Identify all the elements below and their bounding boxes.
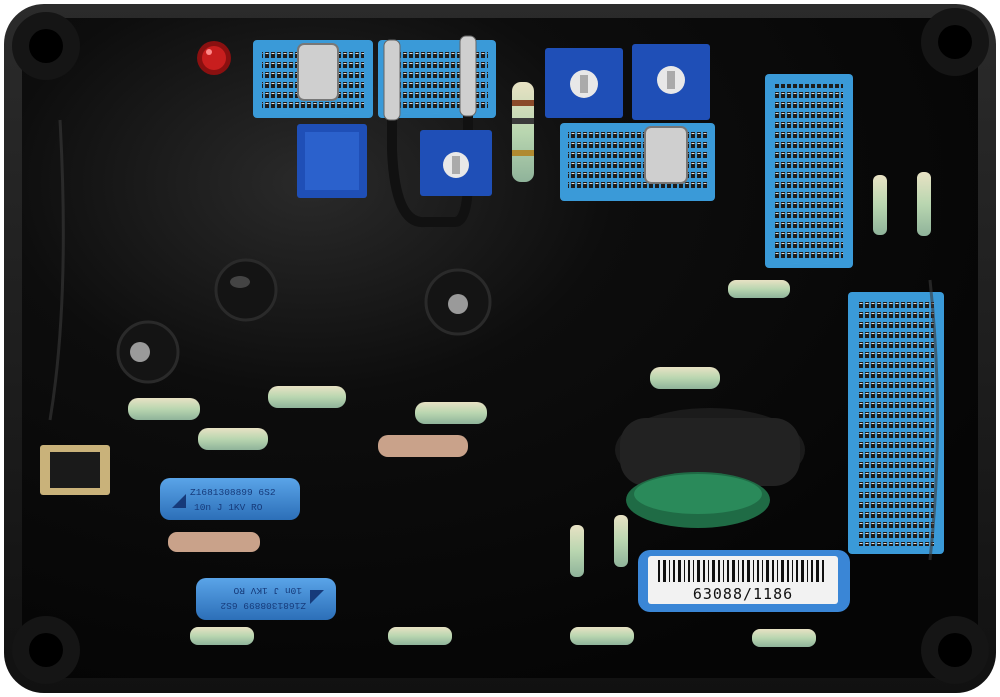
resistor-icon <box>198 428 268 450</box>
resistor-icon <box>415 402 487 424</box>
led-icon <box>197 41 231 75</box>
resistor-icon <box>512 82 534 182</box>
resistor-icon <box>917 172 931 236</box>
resistor-icon <box>614 515 628 567</box>
capacitor-marking-line2: 10n J 1KV RO <box>233 585 302 596</box>
capacitor-marking-line1: Z1681308899 6S2 <box>220 600 306 611</box>
resistor-icon <box>570 627 634 645</box>
gloss-highlight <box>928 279 939 561</box>
trimmer-potentiometer-icon <box>420 130 492 196</box>
capacitor-marking-line1: Z1681308899 6S2 <box>190 487 276 498</box>
resistor-icon <box>388 627 452 645</box>
gloss-highlight <box>48 119 65 421</box>
film-capacitor: Z1681308899 6S2 10n J 1KV RO <box>196 578 336 620</box>
trimmer-potentiometer-icon <box>545 48 623 118</box>
terminal-strip <box>765 74 853 268</box>
resistor-icon <box>128 398 200 420</box>
barcode-icon <box>658 560 824 582</box>
terminal-strip <box>848 292 944 554</box>
resistor-icon <box>268 386 346 408</box>
terminal-block <box>560 123 715 201</box>
transistor-icon <box>214 258 278 322</box>
resistor-icon <box>378 435 468 457</box>
resistor-icon <box>570 525 584 577</box>
mounting-hole-icon <box>12 12 80 80</box>
trimmer-potentiometer-icon <box>632 44 710 120</box>
trimmer-potentiometer-icon <box>297 124 367 198</box>
resistor-icon <box>728 280 790 298</box>
resistor-icon <box>752 629 816 647</box>
transistor-icon <box>116 320 180 384</box>
film-capacitor: Z1681308899 6S2 10n J 1KV RO <box>160 478 300 520</box>
mounting-hole-icon <box>921 616 989 684</box>
capacitor-marking-line2: 10n J 1KV RO <box>194 502 263 513</box>
resistor-icon <box>190 627 254 645</box>
resistor-icon <box>168 532 260 552</box>
resistor-icon <box>873 175 887 235</box>
mounting-hole-icon <box>12 616 80 684</box>
barcode-number: 63088/1186 <box>693 585 793 603</box>
terminal-block <box>253 40 373 118</box>
transistor-icon <box>424 268 492 336</box>
barcode-label: 63088/1186 <box>638 550 850 612</box>
tab-connector <box>40 445 110 495</box>
mounting-hole-icon <box>921 8 989 76</box>
power-capacitor <box>615 408 805 528</box>
resistor-icon <box>650 367 720 389</box>
